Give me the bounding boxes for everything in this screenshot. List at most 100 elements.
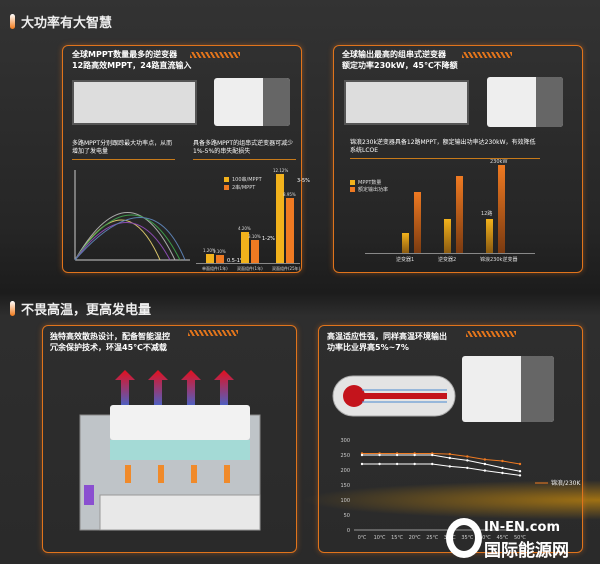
- bar-value-label: 4.20%: [238, 226, 251, 232]
- decor-stripes: [462, 52, 512, 58]
- y-tick-label: 200: [340, 468, 350, 474]
- decor-stripes: [188, 330, 238, 336]
- data-point: [378, 462, 381, 466]
- data-point: [501, 471, 504, 475]
- bar: [206, 254, 214, 263]
- bar: [498, 165, 505, 253]
- section-title-temperature: 不畏高温，更高发电量: [10, 299, 151, 318]
- annotation: 12路: [481, 211, 493, 217]
- x-tick-label: 45℃: [496, 535, 508, 540]
- y-tick-label: 250: [340, 453, 350, 459]
- category-label: 逆变器2: [438, 257, 457, 263]
- data-point: [501, 459, 504, 463]
- y-tick-label: 0: [347, 528, 350, 534]
- section-title-power: 大功率有大智慧: [10, 12, 112, 31]
- data-point: [395, 453, 399, 457]
- delta-annotation: 3-5%: [297, 178, 310, 185]
- panel-cooling: [42, 325, 297, 553]
- bar: [276, 174, 284, 263]
- y-tick-label: 50: [344, 513, 350, 519]
- bar: [286, 197, 294, 263]
- inverter-image: [487, 77, 563, 127]
- title-marker-icon: [10, 301, 15, 316]
- panel-temperature: [318, 325, 583, 553]
- section-title-text: 大功率有大智慧: [21, 16, 113, 31]
- title-line: 全球MPPT数量最多的逆变器: [72, 50, 178, 59]
- data-point: [518, 474, 522, 477]
- data-point: [483, 469, 487, 472]
- thermometer-icon: [332, 375, 456, 417]
- y-tick-label: 300: [340, 438, 350, 444]
- panel-temperature-title: 高温适应性强，同样高温环境输出功率比业界高5%~7%: [327, 331, 447, 353]
- series-line: [362, 453, 521, 465]
- data-point: [448, 465, 451, 468]
- bar: [414, 191, 421, 253]
- title-line: 功率比业界高5%~7%: [327, 343, 409, 352]
- section-title-text: 不畏高温，更高发电量: [21, 303, 152, 318]
- decor-stripes: [190, 52, 240, 58]
- data-point: [483, 462, 487, 466]
- series-line: [362, 454, 521, 472]
- category-label: 双面组件(1年): [237, 266, 263, 271]
- decor-stripes: [466, 331, 516, 337]
- legend-swatch: [350, 187, 355, 192]
- data-point: [413, 453, 416, 457]
- data-point: [413, 462, 416, 466]
- data-point: [360, 453, 364, 457]
- category-label: 逆变器1: [396, 257, 415, 263]
- panel-mppt: [62, 45, 302, 273]
- x-tick-label: 40℃: [479, 535, 491, 540]
- data-point: [431, 462, 434, 466]
- category-label: 双面组件(25年): [272, 266, 301, 271]
- delta-annotation: 0.5-1%: [227, 258, 245, 265]
- x-tick-label: 10℃: [374, 535, 386, 540]
- bar-value-label: 1.20%: [203, 248, 216, 254]
- title-line: 高温适应性强，同样高温环境输出: [327, 332, 447, 341]
- logo-e-icon: [446, 518, 482, 558]
- inverter-image: [462, 356, 554, 422]
- x-axis: [365, 253, 535, 254]
- legend-label: 锦浪/230K: [551, 479, 581, 487]
- panel-output-title: 全球输出最高的组串式逆变器额定功率230kW，45℃不降额: [342, 49, 458, 71]
- data-point: [448, 452, 451, 456]
- bar: [216, 254, 224, 263]
- data-point: [518, 462, 522, 466]
- x-tick-label: 15℃: [391, 535, 403, 540]
- watermark-brand: IN-EN.com: [484, 520, 560, 535]
- bar: [456, 176, 463, 253]
- bar: [251, 240, 259, 263]
- data-point: [466, 459, 469, 462]
- watermark-name: 国际能源网: [484, 541, 569, 561]
- legend-label: MPPT数量: [358, 180, 382, 186]
- mismatch-caption: 具备多路MPPT的组串式逆变器可减少1%-5%的串失配损失: [193, 140, 296, 160]
- bar: [241, 232, 249, 263]
- x-tick-label: 0℃: [358, 535, 367, 540]
- data-point: [466, 466, 469, 470]
- bar-value-label: 8.95%: [283, 191, 296, 197]
- data-point: [501, 466, 504, 470]
- pv-curve-diagram: [74, 170, 190, 261]
- data-point: [360, 462, 364, 466]
- legend-label: 100串/MPPT: [232, 177, 262, 183]
- x-tick-label: 20℃: [409, 535, 421, 540]
- output-caption: 锦浪230k逆变器具备12路MPPT，额定输出功率达230kW，有效降低系统LC…: [350, 139, 540, 159]
- bar: [402, 232, 409, 253]
- title-line: 全球输出最高的组串式逆变器: [342, 50, 446, 59]
- series-line: [362, 463, 521, 476]
- title-line: 额定功率230kW，45℃不降额: [342, 61, 458, 70]
- y-tick-label: 150: [340, 483, 350, 489]
- data-point: [483, 458, 487, 461]
- x-tick-label: 50℃: [514, 535, 526, 540]
- legend-label: 2串/MPPT: [232, 185, 256, 191]
- category-label: 锦浪230k逆变器: [480, 257, 518, 263]
- annotation: 230kW: [490, 159, 508, 165]
- bar-value-label: 1.10%: [213, 248, 226, 254]
- x-tick-label: 25℃: [426, 535, 438, 540]
- mppt-caption: 多路MPPT分别跟踪最大功率点，从而增加了发电量: [72, 140, 175, 160]
- data-point: [431, 453, 434, 457]
- title-line: 12路高效MPPT，24路直流输入: [72, 61, 192, 70]
- data-point: [466, 455, 469, 458]
- cooling-diagram: [79, 370, 261, 531]
- bar-value-label: 3.10%: [248, 234, 261, 240]
